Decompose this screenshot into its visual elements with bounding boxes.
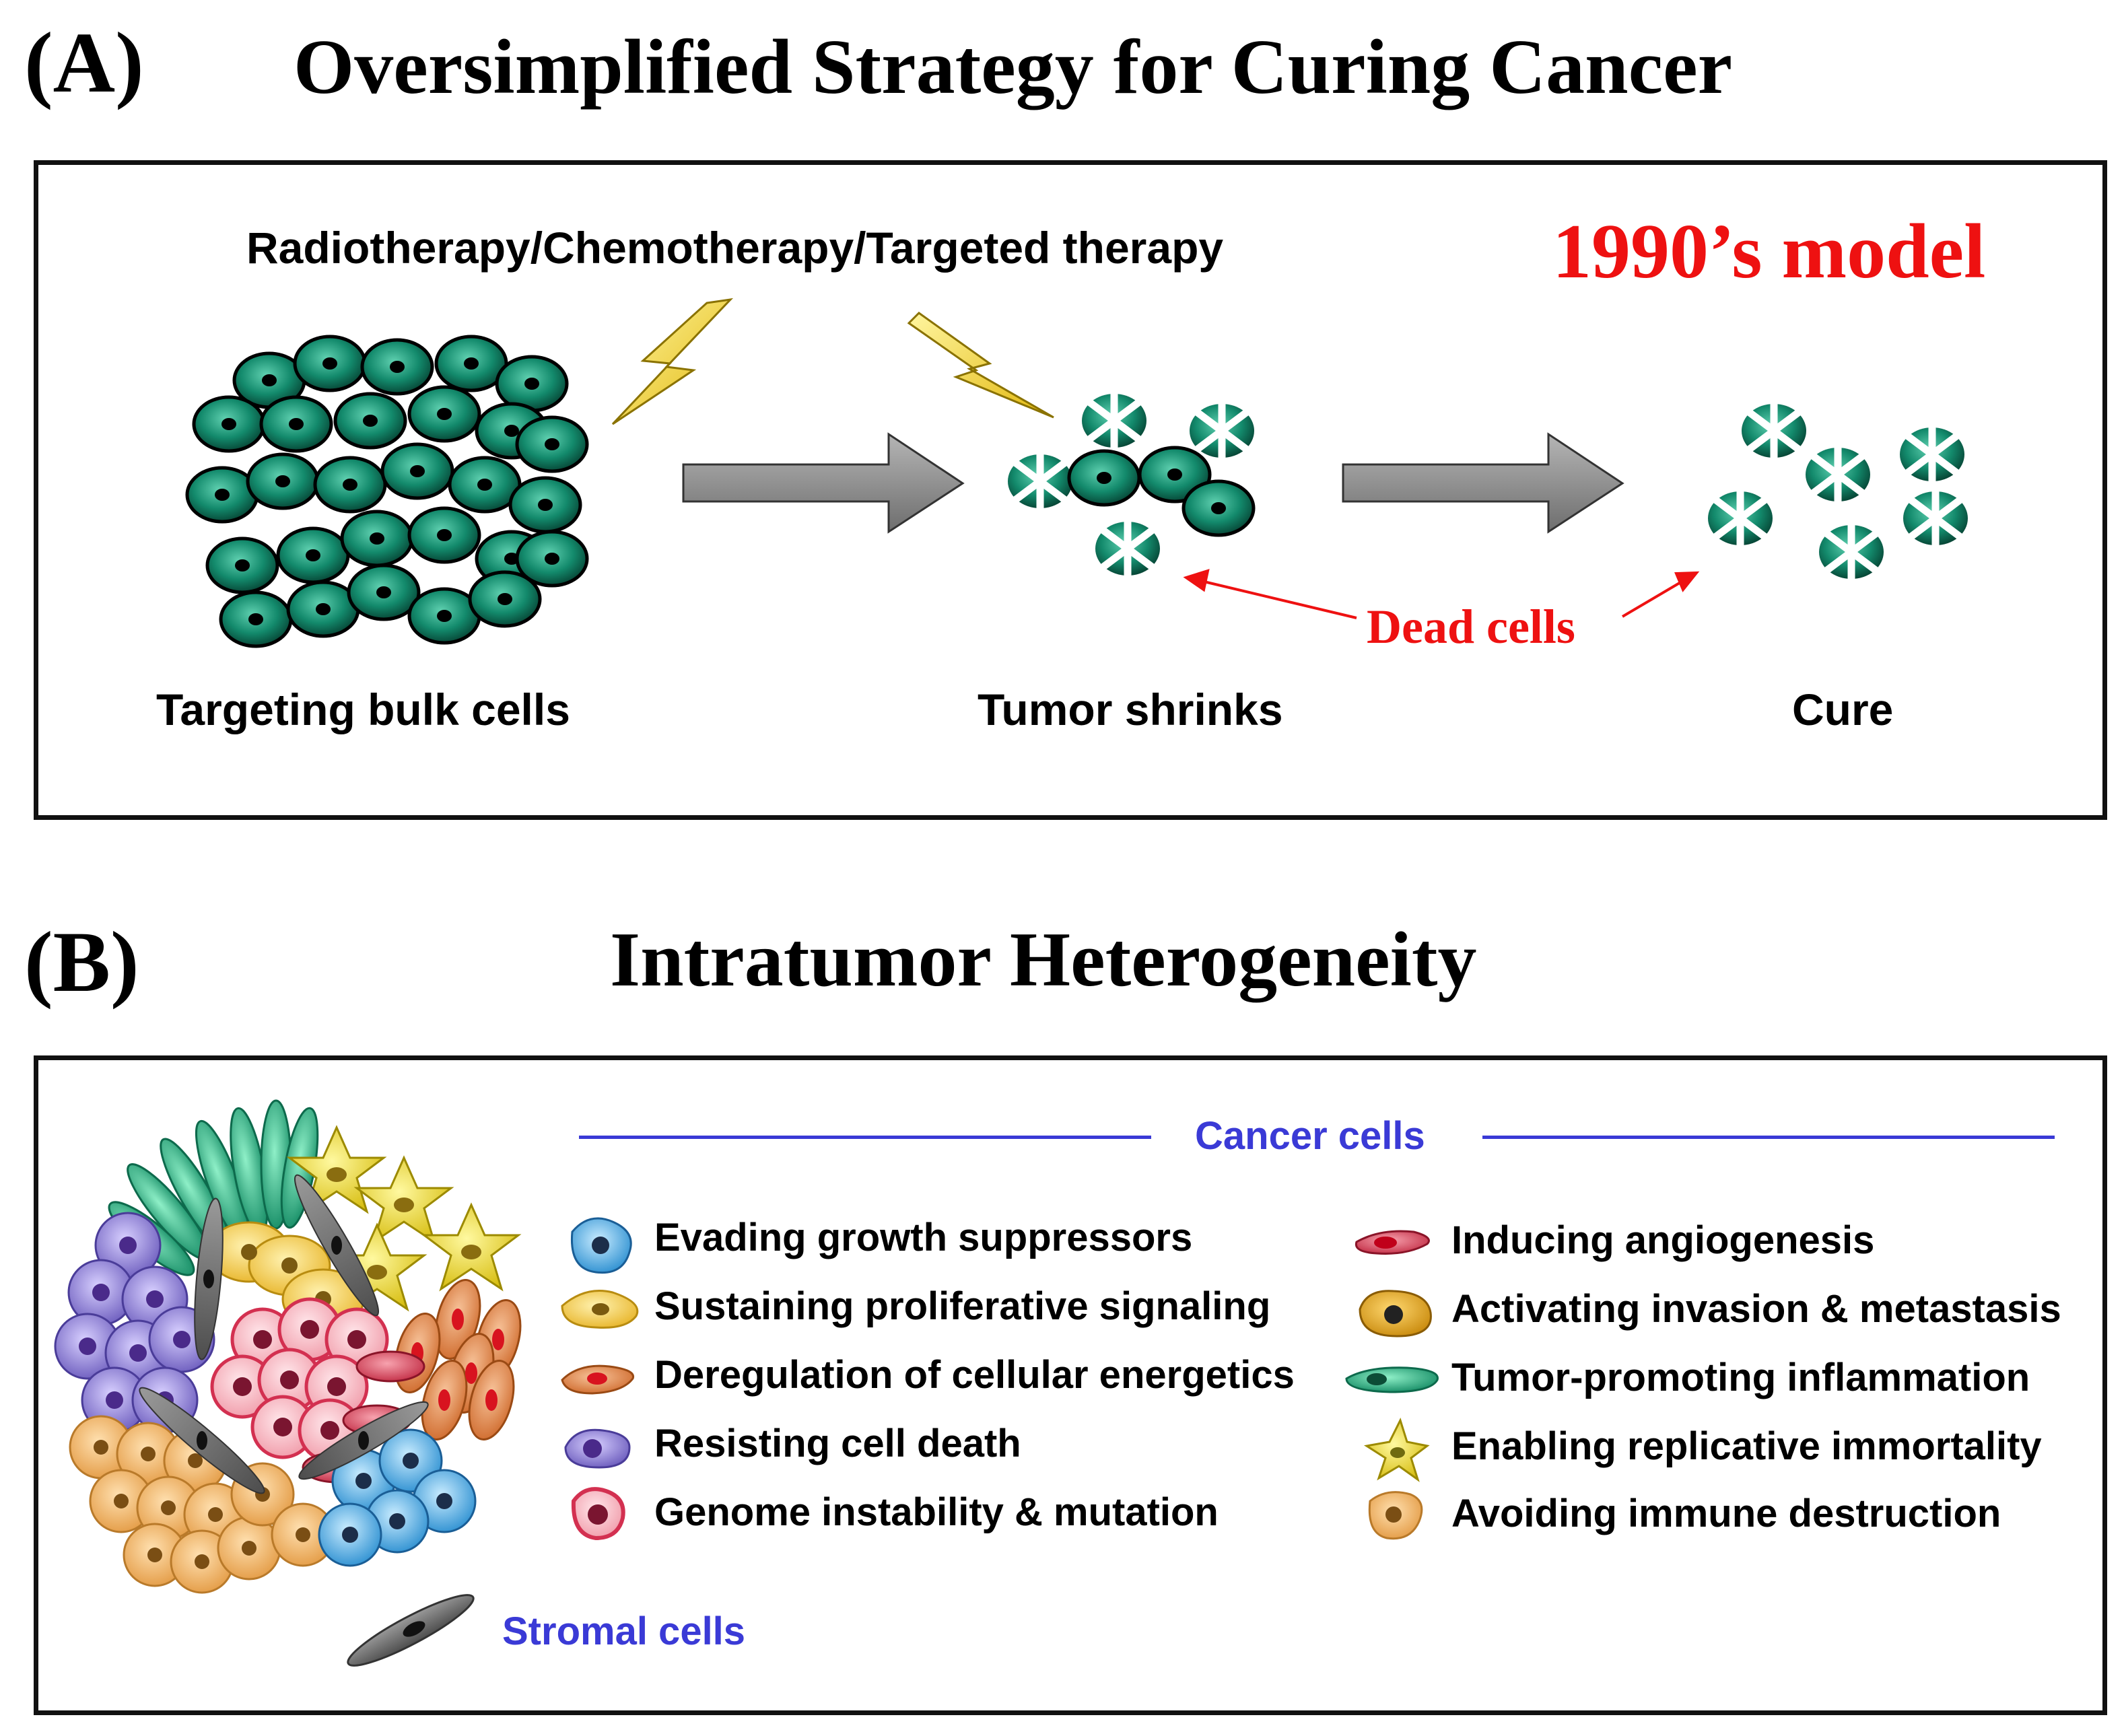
legend-resisting-cell-death: Resisting cell death	[654, 1422, 1021, 1465]
legend-tumor-promoting-inflammation: Tumor-promoting inflammation	[1451, 1356, 2030, 1399]
panel-b-box	[34, 1055, 2107, 1715]
star-cell-icon	[1363, 1418, 1430, 1482]
orange-cell-icon	[561, 1364, 635, 1395]
stromal-cell-icon	[347, 1594, 475, 1667]
panel-b-title: Intratumor Heterogeneity	[610, 917, 1477, 1003]
cancer-cells-rule-right	[1482, 1136, 2055, 1139]
legend-activating-invasion-metastasis: Activating invasion & metastasis	[1451, 1287, 2061, 1331]
cancer-cells-heading: Cancer cells	[1195, 1114, 1425, 1158]
red-ring-cell-icon	[571, 1487, 625, 1541]
arrow-to-shrink-icon	[682, 432, 965, 534]
green-cell-icon	[1345, 1366, 1439, 1393]
legend-enabling-replicative-immortality: Enabling replicative immortality	[1451, 1424, 2042, 1468]
stromal-cells-label: Stromal cells	[502, 1609, 746, 1653]
lightning-right-icon	[907, 312, 1054, 419]
tan-cell-icon	[1368, 1491, 1423, 1540]
arrow-to-cure-icon	[1342, 432, 1624, 534]
legend-sustaining-proliferative-signaling: Sustaining proliferative signaling	[654, 1284, 1271, 1328]
lightning-left-icon	[611, 298, 734, 425]
legend-inducing-angiogenesis: Inducing angiogenesis	[1451, 1218, 1875, 1262]
dead-cells-label: Dead cells	[1367, 600, 1575, 654]
legend-evading-growth-suppressors: Evading growth suppressors	[654, 1216, 1193, 1259]
legend-deregulation-cellular-energetics: Deregulation of cellular energetics	[654, 1353, 1295, 1397]
model-label: 1990’s model	[1552, 209, 1986, 295]
dead-cells-pointers	[1183, 569, 1700, 619]
yellow-cell-icon	[561, 1290, 639, 1329]
legend-genome-instability: Genome instability & mutation	[654, 1490, 1219, 1534]
caption-targeting-bulk-cells: Targeting bulk cells	[156, 685, 570, 734]
heterogeneous-tumor-cluster	[54, 1099, 522, 1594]
therapy-label: Radiotherapy/Chemotherapy/Targeted thera…	[246, 223, 1224, 273]
caption-cure: Cure	[1792, 685, 1894, 734]
panel-b-label: (B)	[24, 914, 139, 1010]
legend-avoiding-immune-destruction: Avoiding immune destruction	[1451, 1492, 2001, 1535]
red-spindle-cell-icon	[1355, 1230, 1430, 1255]
caption-tumor-shrinks: Tumor shrinks	[978, 685, 1283, 734]
panel-a-label: (A)	[24, 15, 144, 110]
purple-cell-icon	[564, 1428, 631, 1469]
blue-cell-icon	[570, 1217, 632, 1274]
gold-cell-icon	[1359, 1290, 1432, 1338]
panel-a-graphics	[0, 298, 2124, 828]
panel-a-title: Oversimplified Strategy for Curing Cance…	[294, 24, 1733, 110]
cancer-cells-rule-left	[579, 1136, 1151, 1139]
